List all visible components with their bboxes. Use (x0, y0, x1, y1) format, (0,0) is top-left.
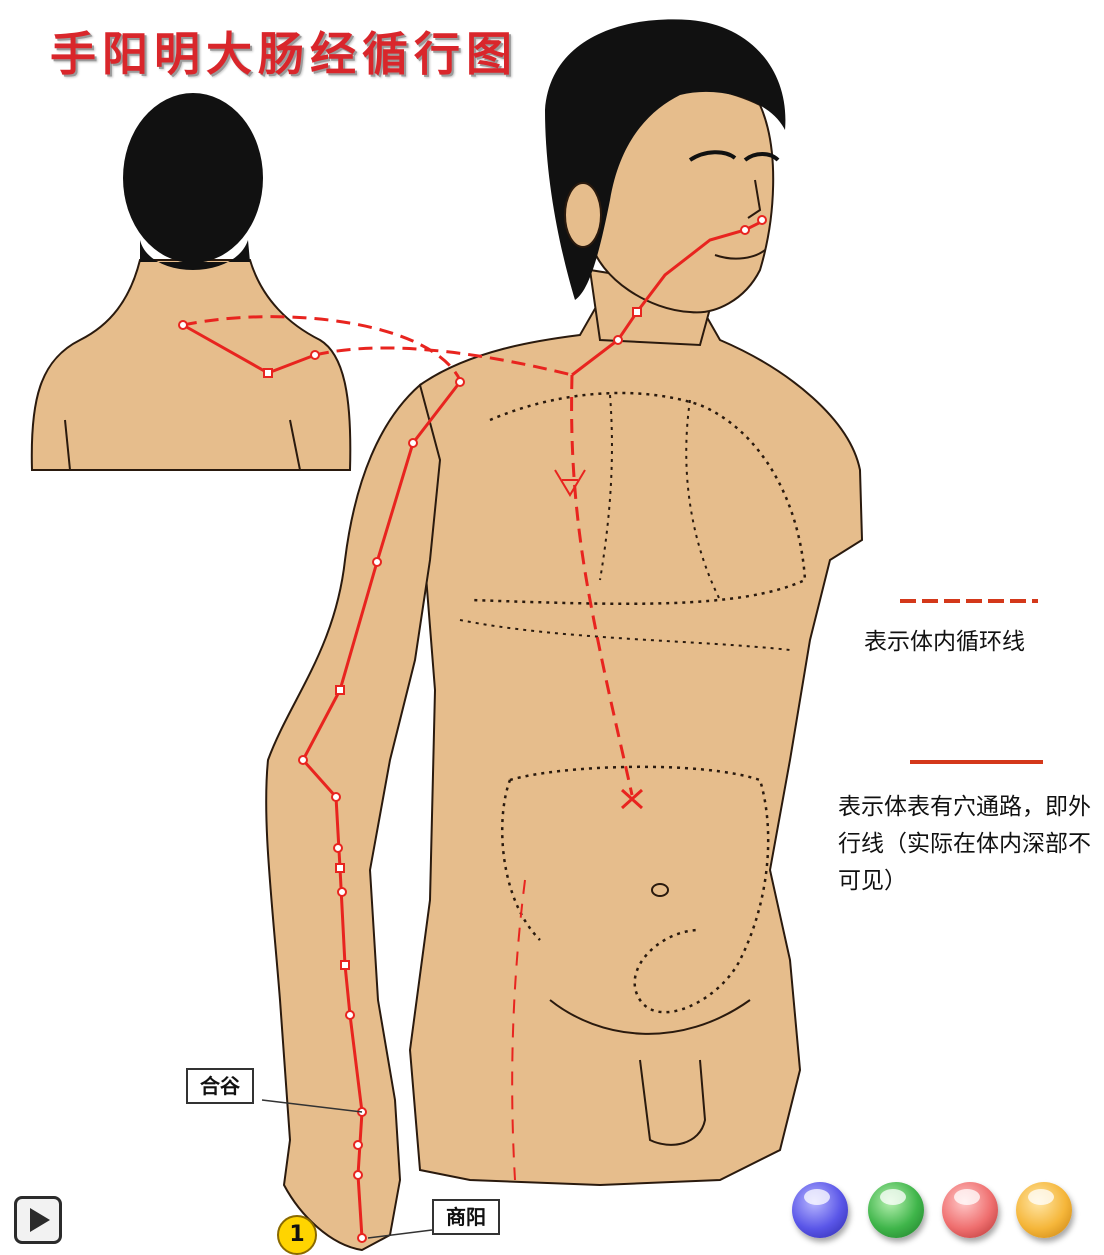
legend-internal-label: 表示体内循环线 (864, 624, 1025, 661)
back-view-head (123, 93, 263, 263)
back-view-figure (32, 93, 351, 470)
green-orb-button[interactable] (868, 1182, 924, 1238)
acupoint-label-hegu: 合谷 (186, 1068, 254, 1104)
back-view-shoulders (32, 260, 351, 470)
legend-surface-label: 表示体表有穴通路，即外行线（实际在体内深部不可见） (838, 789, 1100, 900)
front-torso (410, 300, 862, 1185)
play-icon (30, 1208, 50, 1232)
orange-orb-button[interactable] (1016, 1182, 1072, 1238)
blue-orb-button[interactable] (792, 1182, 848, 1238)
red-orb-button[interactable] (942, 1182, 998, 1238)
play-button[interactable] (14, 1196, 62, 1244)
step-badge: 1 (277, 1215, 317, 1255)
acupoint-label-shangyang: 商阳 (432, 1199, 500, 1235)
front-arm (266, 385, 440, 1250)
